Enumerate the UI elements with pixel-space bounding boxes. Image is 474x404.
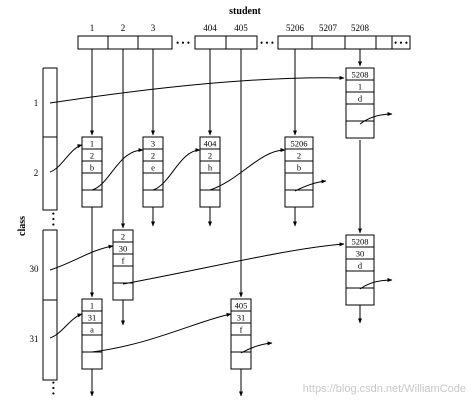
record-field: 5208 [352,70,369,80]
record-field: e [151,163,155,173]
record-field: 31 [88,313,97,323]
pointer-r5206-end [294,179,327,192]
pointer-class-31-to-r1-31-a [49,313,83,339]
class-label: class [17,216,28,236]
record-node: 2 30 f [112,229,134,301]
record-field: 1 [90,139,94,149]
record-field: 5208 [352,237,369,247]
record-field: 2 [208,151,212,161]
record-node: 3 2 e [142,136,164,208]
student-label: student [229,6,261,17]
record-field: 31 [237,313,246,323]
record-node: 5208 1 d [345,67,375,139]
class-index-1: 1 [34,98,39,108]
record-node: 405 31 f [230,298,252,370]
student-index-3: 3 [151,23,156,33]
pointer-class-1-to-r5208 [49,75,345,104]
pointer-r405-31-f-end [240,341,273,354]
class-index-2: 2 [34,168,39,178]
student-index-5207: 5207 [319,23,338,33]
record-field: b [90,163,94,173]
class-index-31: 31 [30,334,39,344]
record-field: f [240,325,243,335]
pointer-r1-31-a-to-r405-31-f [91,312,232,353]
record-field: f [122,256,125,266]
student-index-1: 1 [90,23,95,33]
pointer-class-30-to-r2-30-f [49,244,114,271]
records: 1 2 b 3 2 e 404 2 h 5206 2 b 5208 1 d 2 30 f 5208 30 d 1 31 a 40… [81,67,375,370]
class-array-ellipsis-2: • • • [48,381,58,395]
pointer-r2-30-f-to-r5208-30-d [122,242,345,285]
record-field: 2 [121,232,125,242]
record-field: 2 [151,151,155,161]
record-node: 5206 2 b [284,136,314,208]
pointer-r404-to-r5206 [209,148,286,191]
record-field: 1 [90,301,94,311]
record-field: 405 [235,301,248,311]
student-array-ellipsis-1: • • • [176,38,190,48]
student-array-ellipsis-3: • • • [394,38,408,48]
record-field: a [90,325,94,335]
record-field: 2 [90,151,94,161]
student-index-labels: 1 2 3 404 405 5206 5207 5208 [90,23,370,33]
record-field: 30 [119,244,128,254]
pointer-r5208-30-d-end [359,278,393,290]
student-array [77,35,411,50]
pointer-r5208-end [359,112,393,125]
pointer-r3-to-r404 [152,148,201,191]
pointer-class-2-to-r1 [49,144,83,173]
record-field: b [297,163,301,173]
student-index-5206: 5206 [286,23,305,33]
student-index-2: 2 [121,23,126,33]
record-node: 404 2 h [199,136,221,208]
record-field: 5206 [291,139,308,149]
student-index-404: 404 [203,23,217,33]
record-field: 404 [204,139,218,149]
record-field: d [358,261,363,271]
pointer-r1-to-r3 [91,148,144,191]
student-array-ellipsis-2: • • • [260,38,274,48]
record-field: h [208,163,213,173]
watermark: https://blog.csdn.net/WilliamCode [303,383,466,395]
student-index-405: 405 [234,23,248,33]
class-index-30: 30 [30,264,40,274]
class-array [42,67,58,381]
record-field: 1 [358,82,362,92]
record-node: 1 31 a [81,298,103,370]
record-field: 30 [356,249,365,259]
row-pointers [49,75,393,354]
class-array-ellipsis-1: • • • [48,212,58,226]
record-node: 5208 30 d [345,234,375,306]
class-index-labels: 1 2 30 31 [30,98,40,344]
record-field: 2 [297,151,301,161]
student-index-5208: 5208 [351,23,370,33]
record-field: 3 [151,139,155,149]
record-field: d [358,94,363,104]
record-node: 1 2 b [81,136,103,208]
